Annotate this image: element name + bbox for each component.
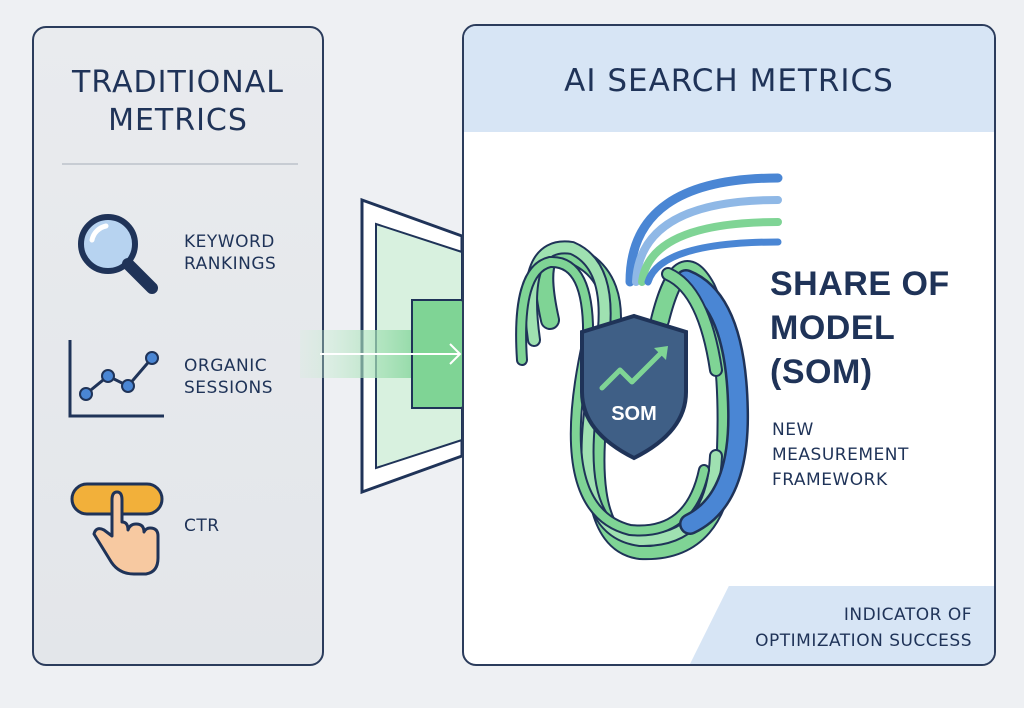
traditional-metrics-panel: TRADITIONAL METRICS KEYWORD RANKINGS ORG… [32,26,324,666]
metric-label-line: RANKINGS [184,254,277,274]
indicator-line: INDICATOR OF [843,605,972,625]
metric-label-line: SESSIONS [184,378,274,398]
metric-label-line: KEYWORD [184,232,275,252]
som-title-line: (SOM) [770,353,873,391]
title-line: TRADITIONAL [72,65,284,100]
traditional-metrics-title: TRADITIONAL METRICS [34,64,322,140]
model-loop-illustration: SOM [515,173,783,561]
framework-description: NEW MEASUREMENT FRAMEWORK [772,418,909,493]
framework-line: NEW [772,420,814,440]
ai-search-metrics-title: AI SEARCH METRICS [564,63,894,99]
divider [62,163,298,165]
metric-label-line: ORGANIC [184,356,268,376]
metric-keyword-rankings: KEYWORD RANKINGS [184,231,276,275]
panel-header [464,26,994,132]
magnifier-icon [78,214,158,294]
som-title-line: SHARE OF [770,265,950,303]
metric-organic-sessions: ORGANIC SESSIONS [184,355,273,399]
framework-line: MEASUREMENT [772,445,909,465]
indicator-line: OPTIMIZATION SUCCESS [755,631,972,651]
click-hand-icon [70,482,164,576]
som-badge-label: SOM [611,403,657,425]
line-chart-icon [68,340,164,418]
metric-ctr: CTR [184,515,220,537]
metric-label-line: CTR [184,516,220,536]
framework-line: FRAMEWORK [772,470,888,490]
indicator-text: INDICATOR OF OPTIMIZATION SUCCESS [755,602,972,654]
som-title-line: MODEL [770,309,896,347]
share-of-model-title: SHARE OF MODEL (SOM) [770,262,950,394]
title-line: METRICS [108,103,248,138]
transition-arrow-icon [300,197,498,495]
indicator-banner [684,586,994,664]
